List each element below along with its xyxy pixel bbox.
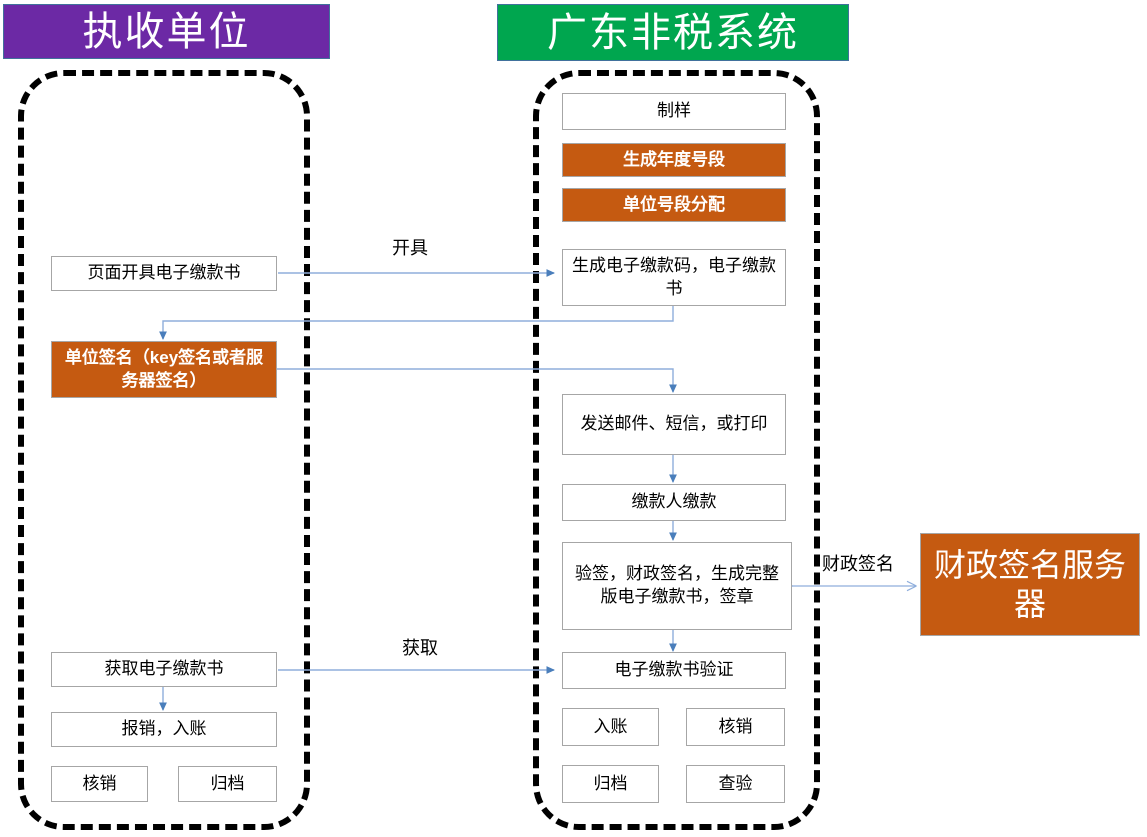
node-left-guidang[interactable]: 归档	[178, 766, 277, 802]
node-baoxiao-ruzhang[interactable]: 报销，入账	[51, 712, 277, 747]
node-danwei-qianming[interactable]: 单位签名（key签名或者服务器签名）	[51, 341, 277, 398]
node-jiaokuanren-jiaokuan[interactable]: 缴款人缴款	[562, 484, 786, 521]
node-danwei-haoduan-fenpei[interactable]: 单位号段分配	[562, 188, 786, 222]
edge-label-caizheng-qianming: 财政签名	[822, 554, 894, 574]
node-huoqu-dianzi-jiaokuanshu[interactable]: 获取电子缴款书	[51, 652, 277, 687]
node-right-ruzhang[interactable]: 入账	[562, 708, 659, 746]
lane-header-guangdong-system: 广东非税系统	[497, 4, 849, 61]
lane-header-shoukuan-unit: 执收单位	[3, 4, 330, 59]
edge-label-huoqu: 获取	[402, 638, 438, 658]
node-yemian-kaiju-dianzi-jiaokuanshu[interactable]: 页面开具电子缴款书	[51, 256, 277, 291]
node-caizheng-qianming-fuwuqi[interactable]: 财政签名服务器	[920, 533, 1140, 636]
node-yanqian-caizheng-qianming[interactable]: 验签，财政签名，生成完整版电子缴款书，签章	[562, 542, 792, 630]
node-fasong-youjian-duanxin-dayin[interactable]: 发送邮件、短信，或打印	[562, 394, 786, 455]
node-right-guidang[interactable]: 归档	[562, 765, 659, 803]
node-dianzi-jiaokuanshu-yanzheng[interactable]: 电子缴款书验证	[562, 652, 786, 689]
node-right-hexiao[interactable]: 核销	[686, 708, 785, 746]
node-left-hexiao[interactable]: 核销	[51, 766, 148, 802]
node-shengcheng-niandu-haoduan[interactable]: 生成年度号段	[562, 143, 786, 177]
node-shengcheng-dianzi-jiaokuanma[interactable]: 生成电子缴款码，电子缴款书	[562, 249, 786, 306]
node-zhiyang[interactable]: 制样	[562, 93, 786, 130]
node-right-chayan[interactable]: 查验	[686, 765, 785, 803]
lane-container-right	[533, 70, 820, 830]
edge-label-kaiju: 开具	[392, 238, 428, 258]
lane-container-left	[18, 70, 310, 830]
